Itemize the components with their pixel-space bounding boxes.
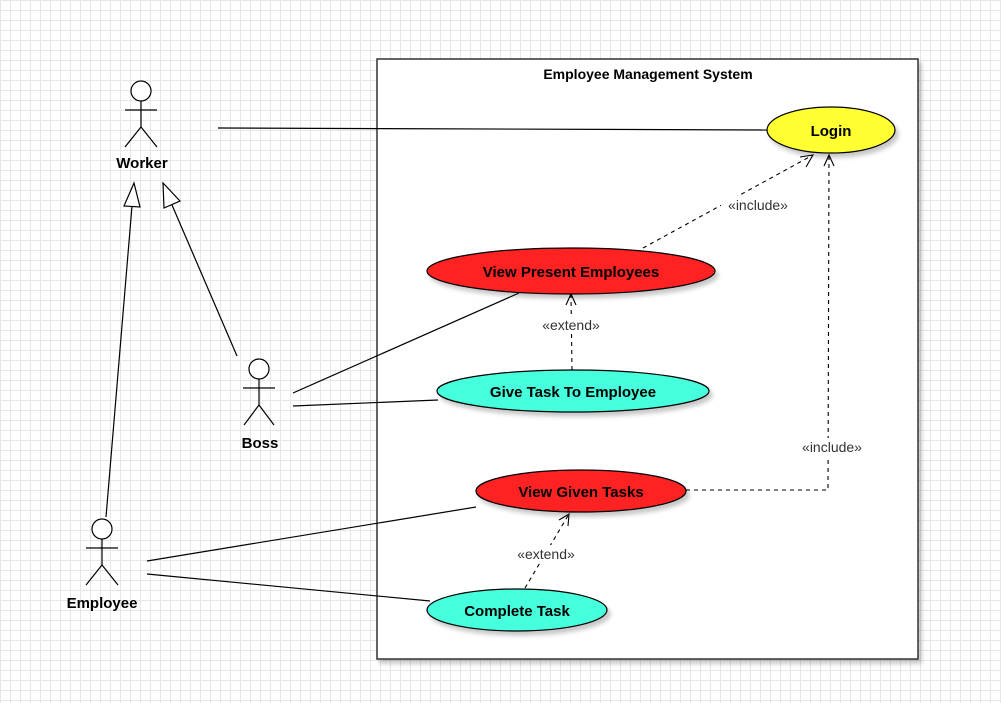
use-case-label: View Given Tasks [518, 484, 643, 501]
actor-boss-head-icon [248, 358, 270, 380]
use-case-label: Give Task To Employee [490, 384, 656, 401]
actor-employee[interactable]: Employee [67, 518, 138, 612]
extend-label-1: «extend» [542, 317, 600, 333]
use-case-give-task-to-employee[interactable]: Give Task To Employee [436, 369, 710, 413]
boss-view-present-association[interactable] [292, 292, 520, 394]
actor-label: Boss [242, 435, 279, 452]
worker-login-association[interactable] [217, 127, 769, 131]
employee-view-given-association[interactable] [146, 506, 477, 562]
use-case-complete-task[interactable]: Complete Task [426, 588, 608, 632]
generalization-employee-worker[interactable] [105, 181, 141, 518]
include-label-2: «include» [802, 439, 862, 455]
boss-give-task-association[interactable] [292, 399, 439, 407]
system-title: Employee Management System [543, 66, 752, 82]
relation-labels: «include» «include» «extend» «extend» [510, 196, 870, 563]
use-case-view-present-employees[interactable]: View Present Employees [426, 247, 716, 295]
association-lines [146, 127, 769, 602]
use-case-label: Login [811, 123, 852, 140]
include-view-given-login[interactable] [686, 153, 835, 491]
generalization-boss-worker[interactable] [162, 181, 238, 357]
actor-worker[interactable]: Worker [116, 80, 168, 172]
use-case-login[interactable]: Login [766, 106, 896, 154]
actor-boss[interactable]: Boss [242, 358, 279, 452]
actor-label: Worker [116, 155, 168, 172]
use-case-label: Complete Task [464, 603, 570, 620]
employee-complete-task-association[interactable] [146, 573, 431, 602]
extend-label-2: «extend» [517, 546, 575, 562]
system-boundary[interactable]: Employee Management System [376, 58, 919, 660]
include-label-1: «include» [728, 197, 788, 213]
actor-employee-head-icon [91, 518, 113, 540]
actor-worker-head-icon [130, 80, 152, 102]
use-case-view-given-tasks[interactable]: View Given Tasks [475, 469, 687, 513]
actor-label: Employee [67, 595, 138, 612]
use-case-label: View Present Employees [483, 264, 659, 281]
